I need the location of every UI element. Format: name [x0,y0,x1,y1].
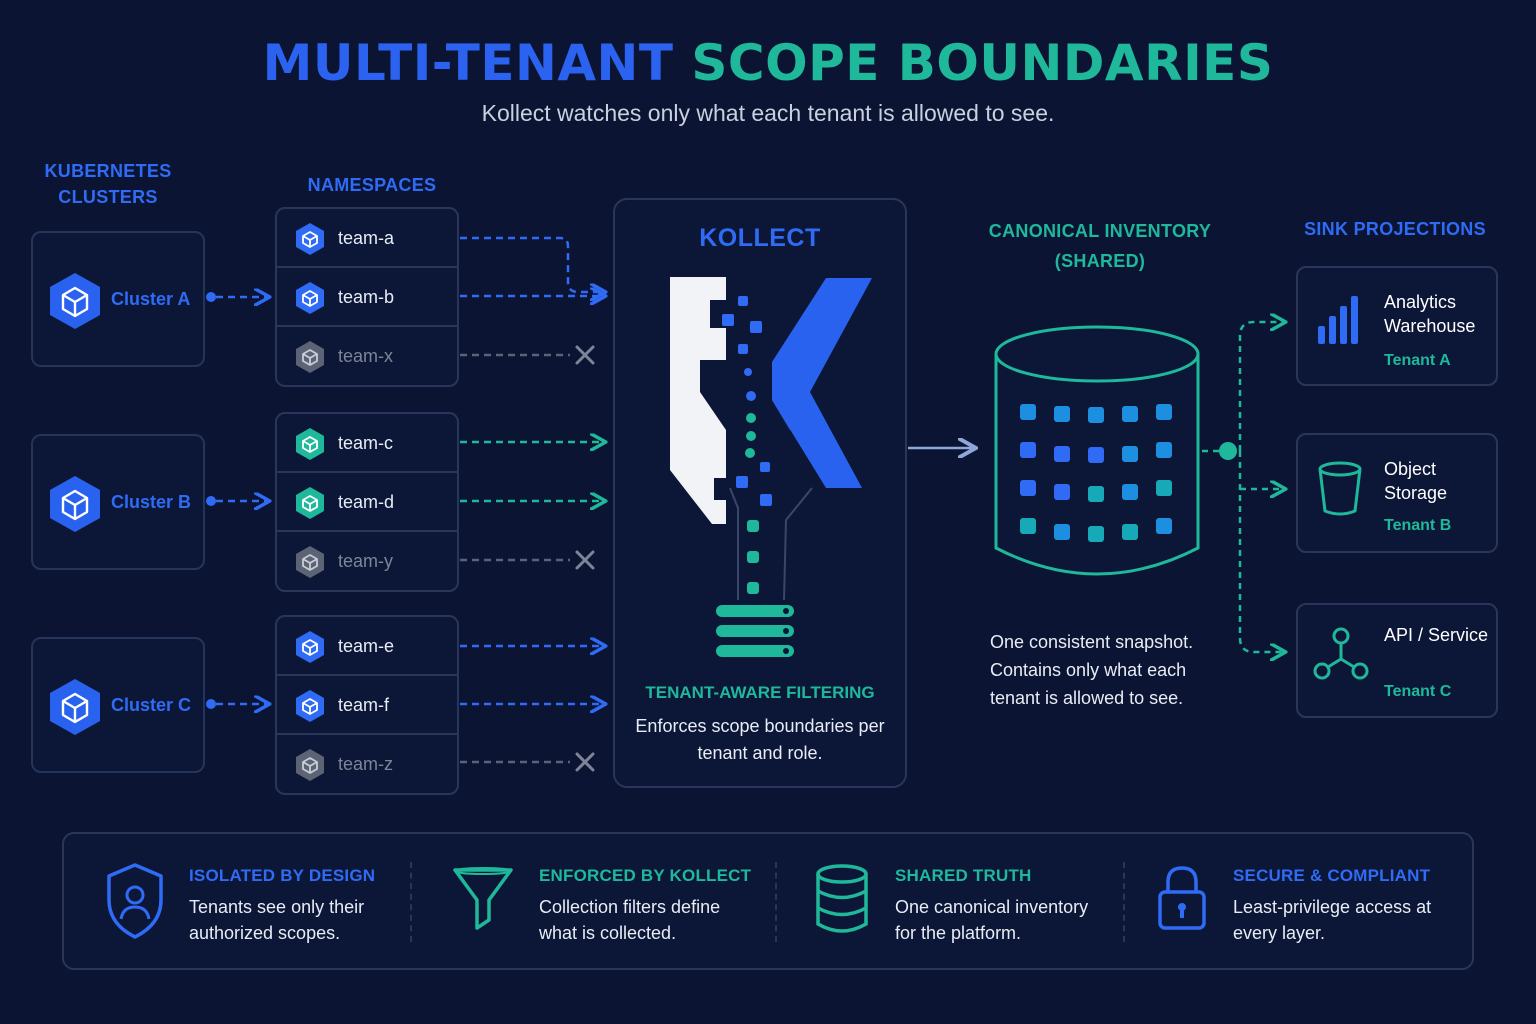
inventory-description: One consistent snapshot. Contains only w… [990,632,1194,708]
cluster-hex-icon [50,476,100,532]
namespace-group-c: team-e team-f team-z [275,615,459,795]
cluster-to-namespace-arrows [206,292,268,709]
namespace-group-b: team-c team-d team-y [275,412,459,592]
title-part-1: MULTI-TENANT [262,34,674,92]
feature-heading: SHARED TRUTH [895,866,1032,885]
fanout-node [1219,442,1237,460]
shield-user-icon [107,863,163,939]
lock-icon [1158,866,1206,930]
namespace-name: team-b [338,287,395,307]
cluster-label: Cluster B [111,492,192,512]
namespace-group-a: team-a team-b team-x [275,207,459,387]
namespace-name: team-a [338,228,395,248]
cluster-hex-icon [50,679,100,735]
inventory-database-icon [994,325,1200,576]
namespace-name: team-x [338,346,394,366]
cluster-card-b[interactable]: Cluster B [31,434,205,570]
bar-chart-icon [1318,296,1358,344]
namespace-name: team-f [338,695,390,715]
sink-name: API / Service [1384,625,1489,645]
sink-tenant: Tenant B [1384,517,1452,534]
namespace-cube-icon [296,223,324,255]
kollect-filter-title: TENANT-AWARE FILTERING [645,683,875,702]
inventory-heading-line1: CANONICAL INVENTORY [988,221,1212,241]
sink-card-object-storage[interactable]: Object Storage Tenant B [1296,433,1498,553]
sink-card-analytics[interactable]: Analytics Warehouse Tenant A [1296,266,1498,386]
sinks-heading: SINK PROJECTIONS [1304,219,1486,239]
feature-heading: ENFORCED BY KOLLECT [539,866,752,885]
cluster-label: Cluster C [111,695,192,715]
sink-card-api-service[interactable]: API / Service Tenant C [1296,603,1498,718]
feature-heading: ISOLATED BY DESIGN [189,866,376,885]
namespaces-heading: NAMESPACES [307,175,437,195]
cluster-label: Cluster A [111,289,191,309]
cluster-card-c[interactable]: Cluster C [31,637,205,773]
namespace-cube-icon [296,749,324,781]
features-bar [62,832,1474,970]
namespace-row[interactable]: team-f [277,676,457,735]
inventory-to-sinks-arrows [1202,322,1284,652]
namespace-row[interactable]: team-d [277,473,457,532]
namespace-name: team-e [338,636,395,656]
sink-name: Object Storage [1384,459,1448,503]
feature-desc: Least-privilege access at every layer. [1233,897,1432,943]
namespace-cube-icon [296,487,324,519]
sink-tenant: Tenant C [1384,683,1452,700]
feature-desc: One canonical inventory for the platform… [895,897,1089,943]
namespace-name: team-z [338,754,394,774]
namespace-cube-icon [296,690,324,722]
namespace-name: team-c [338,433,394,453]
page-subtitle: Kollect watches only what each tenant is… [481,100,1055,126]
namespace-to-kollect-arrows [460,236,604,764]
cluster-card-a[interactable]: Cluster A [31,231,205,367]
inventory-heading-line2: (SHARED) [1054,251,1146,271]
page-title: MULTI-TENANT SCOPE BOUNDARIES [0,34,1536,92]
denied-x-marks [575,345,595,772]
kollect-filter-desc: Enforces scope boundaries per tenant and… [635,716,885,763]
feature-divider [1123,862,1125,942]
namespace-row[interactable]: team-c [277,414,457,473]
namespace-cube-icon [296,428,324,460]
namespace-cube-icon [296,631,324,663]
feature-divider [410,862,412,942]
database-icon [816,864,868,933]
namespace-row-denied[interactable]: team-z [277,735,457,794]
namespace-row[interactable]: team-e [277,617,457,676]
namespace-name: team-y [338,551,394,571]
namespace-row[interactable]: team-a [277,209,457,268]
namespace-cube-icon [296,341,324,373]
sink-tenant: Tenant A [1384,352,1451,369]
feature-desc: Tenants see only their authorized scopes… [189,897,365,943]
feature-divider [775,862,777,942]
sink-name: Analytics Warehouse [1384,292,1476,336]
namespace-cube-icon [296,282,324,314]
title-part-2: SCOPE BOUNDARIES [691,34,1274,92]
namespace-row-denied[interactable]: team-x [277,327,457,386]
bucket-icon [1318,461,1362,516]
feature-desc: Collection filters define what is collec… [539,897,721,943]
namespace-row[interactable]: team-b [277,268,457,327]
clusters-heading: KUBERNETES CLUSTERS [44,161,172,207]
namespace-cube-icon [296,546,324,578]
cluster-hex-icon [50,273,100,329]
feature-heading: SECURE & COMPLIANT [1233,866,1431,885]
funnel-icon [453,867,513,930]
kollect-title: KOLLECT [699,224,821,252]
namespace-row-denied[interactable]: team-y [277,532,457,591]
api-nodes-icon [1313,627,1369,680]
kollect-logo-icon [670,277,872,657]
namespace-name: team-d [338,492,395,512]
